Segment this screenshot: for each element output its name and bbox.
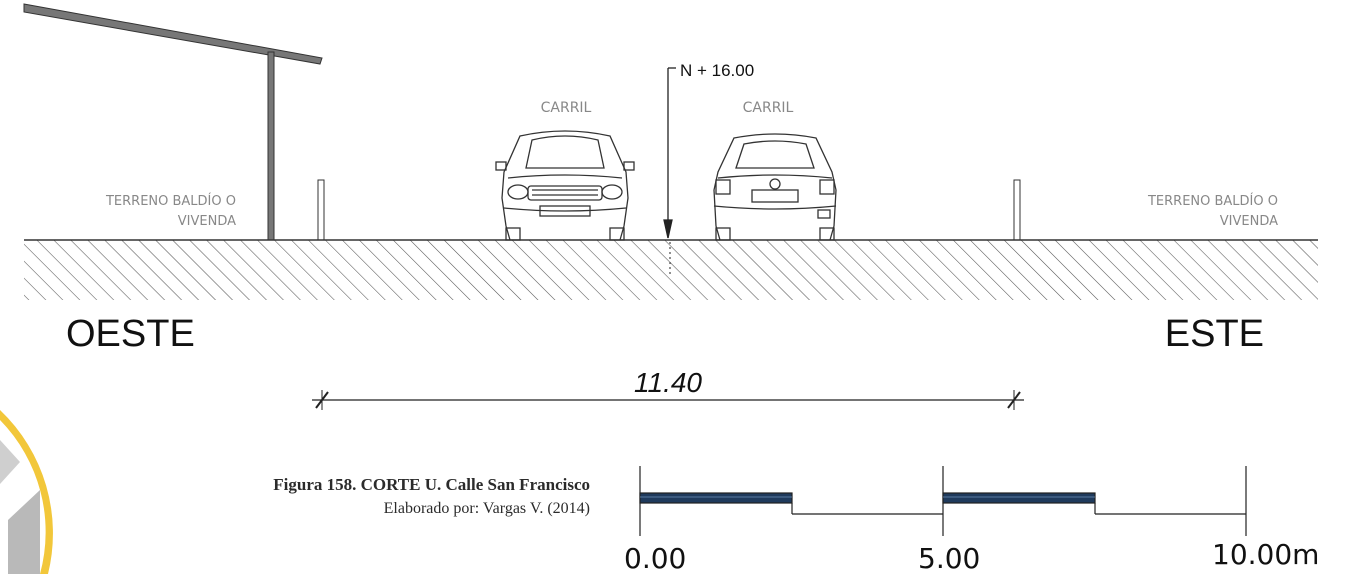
ground-hatch [24,240,1318,300]
scale-label-5: 5.00 [918,542,980,574]
land-label-right-line2: VIVENDA [1220,214,1278,229]
scale-label-0: 0.00 [624,542,686,574]
west-label: OESTE [66,313,195,355]
left-post [317,179,325,241]
caption-subtitle: Elaborado por: Vargas V. (2014) [383,500,590,517]
land-label-left-line2: VIVENDA [178,214,236,229]
level-label: N + 16.00 [680,61,754,80]
shelter-canopy [23,3,323,241]
land-label-right-line1: TERRENO BALDÍO O [1147,193,1278,209]
figure-caption: Figura 158. CORTE U. Calle San Francisco… [273,473,590,521]
lane-label-right: CARRIL [743,100,794,116]
dimension-value: 11.40 [634,367,702,398]
seal-logo [0,410,53,574]
scale-label-10: 10.00m [1212,538,1319,571]
caption-title: Figura 158. CORTE U. Calle San Francisco [273,475,590,494]
level-marker [663,67,676,274]
scale-bar [639,466,1247,536]
dimension-line [312,390,1024,410]
car-front-view [495,130,635,241]
east-label: ESTE [1165,313,1264,355]
right-post [1013,179,1021,241]
lane-label-left: CARRIL [541,100,592,116]
car-rear-view [713,133,837,241]
land-label-left-line1: TERRENO BALDÍO O [105,193,236,209]
